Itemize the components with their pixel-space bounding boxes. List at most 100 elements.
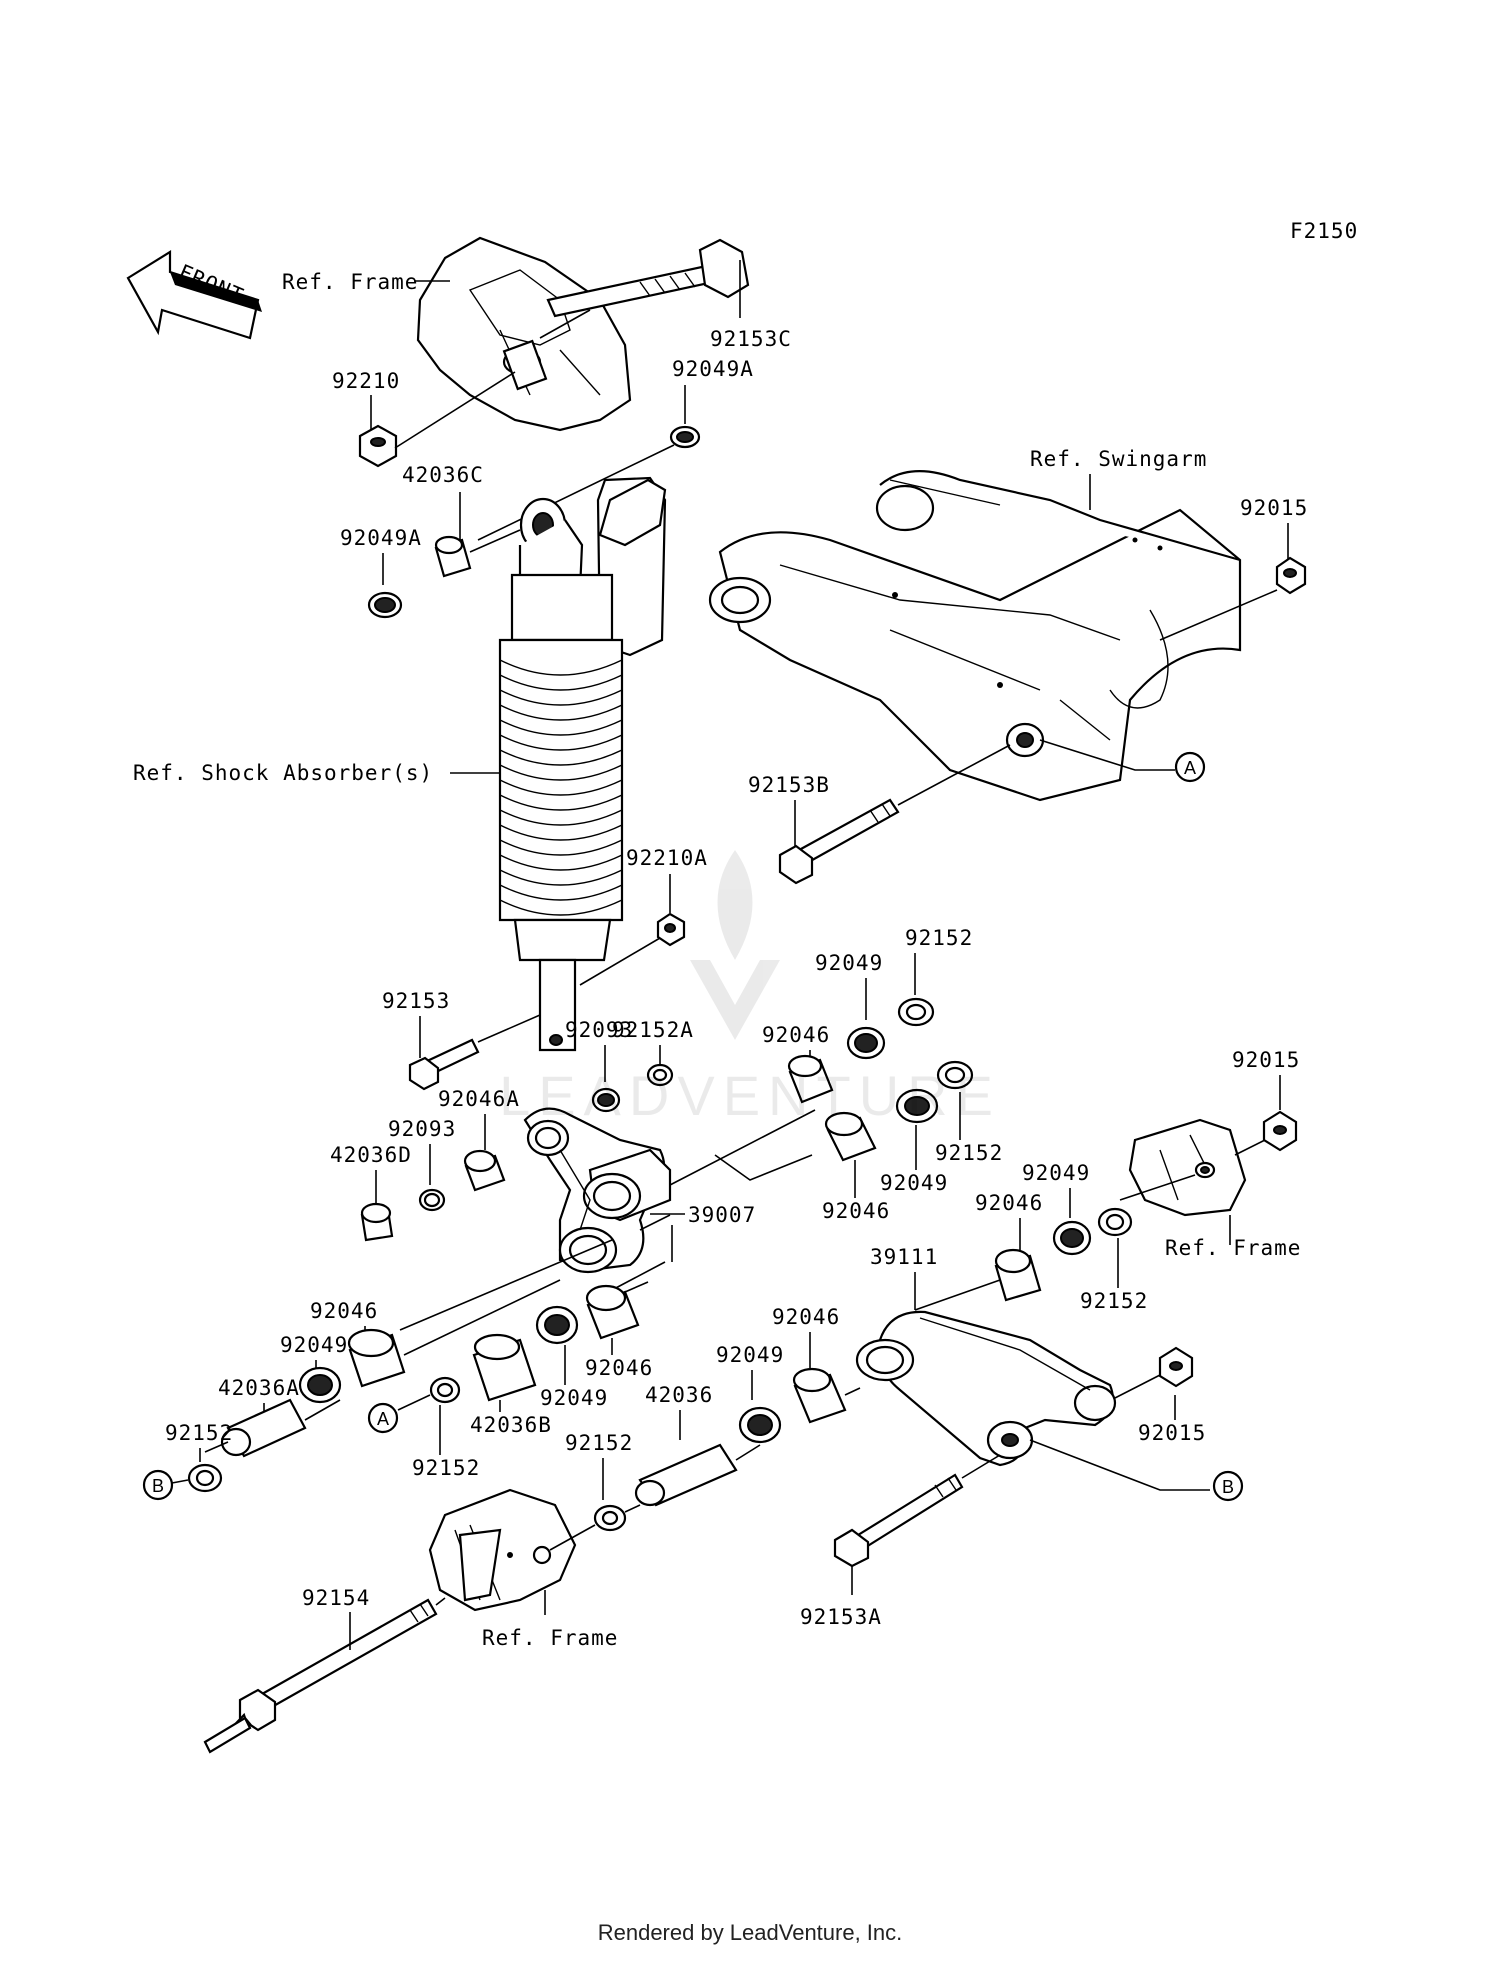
label-92152a: 92152A [612,1018,694,1042]
label-92153a: 92153A [800,1605,882,1629]
bearing-92046a [463,1149,506,1192]
bolt-92153b [778,798,900,885]
collar-42036 [634,1443,738,1507]
nut-92015-right [1262,1110,1298,1152]
callout-b-right-text: B [1222,1477,1234,1497]
washer-92152-mid [936,1060,974,1090]
nut-92210a [656,912,686,947]
label-92046-lower: 92046 [772,1305,840,1329]
label-92152-left: 92152 [165,1421,233,1445]
bearing-92046-top [787,1054,834,1104]
label-92152-lower: 92152 [565,1431,633,1455]
label-42036b: 42036B [470,1413,552,1437]
link-39111 [855,1310,1117,1467]
label-92049-lower: 92049 [716,1343,784,1367]
callout-a-left-text: A [377,1409,389,1429]
callout-a-left: A [367,1402,399,1434]
frame-bracket-top [416,236,632,432]
callout-b-left: B [142,1469,174,1501]
bolt-92153a [833,1473,964,1568]
label-92046-right: 92046 [975,1191,1043,1215]
collar-42036d [360,1202,394,1242]
callout-a-right-text: A [1184,758,1196,778]
seal-92049-lower [738,1406,782,1444]
washer-92152-center [429,1376,461,1404]
footer-credit: Rendered by LeadVenture, Inc. [597,1920,903,1945]
label-39007: 39007 [688,1203,756,1227]
seal-92049-right [1052,1220,1092,1256]
swingarm [708,470,1242,802]
label-92049a-top: 92049A [672,357,754,381]
washer-92152-right [1097,1207,1133,1237]
washer-92152a [646,1063,674,1087]
label-92049-top: 92049 [815,951,883,975]
label-39111: 39111 [870,1245,938,1269]
label-92093-top: 92093 [565,1018,633,1042]
bolt-92153 [408,1038,480,1091]
label-92049-left: 92049 [280,1333,348,1357]
label-42036a: 42036A [218,1376,300,1400]
callout-a-right: A [1174,751,1206,783]
frame-bracket-bottom [428,1488,577,1612]
label-92093-left: 92093 [388,1117,456,1141]
ref-frame-top: Ref. Frame [282,270,418,294]
label-92046-center: 92046 [585,1356,653,1380]
bearing-92046-right [994,1248,1042,1302]
seal-92049-center [535,1305,579,1345]
figure-code: F2150 [1290,219,1358,243]
bearing-92046-center [585,1284,640,1340]
bolt-92153c [546,238,750,318]
label-92015-right: 92015 [1232,1048,1300,1072]
ref-swingarm: Ref. Swingarm [1030,447,1207,471]
label-92154: 92154 [302,1586,370,1610]
bearing-92046-left [347,1328,406,1388]
frame-bracket-right [1128,1118,1247,1217]
label-92153c: 92153C [710,327,792,351]
seal-92049a-left [367,591,403,619]
washer-92152-left [187,1463,223,1493]
label-42036d: 42036D [330,1143,412,1167]
seal-92049a-top [669,425,701,449]
label-92046-left: 92046 [310,1299,378,1323]
washer-92152-lower [593,1504,627,1532]
nut-92210 [358,424,398,468]
bearing-92046-mid [824,1111,877,1162]
collar-42036b [472,1333,537,1402]
label-92049-right: 92049 [1022,1161,1090,1185]
label-92152-right: 92152 [1080,1289,1148,1313]
callout-b-left-text: B [152,1476,164,1496]
seal-92093-top [591,1087,621,1113]
label-42036c: 42036C [402,463,484,487]
ref-shock-absorber: Ref. Shock Absorber(s) [133,761,433,785]
front-arrow-icon: FRONT [126,250,262,340]
ref-frame-right: Ref. Frame [1165,1236,1301,1260]
label-92046a: 92046A [438,1087,520,1111]
shaft-92154 [203,1598,438,1754]
bearing-92046-lower [792,1367,847,1424]
label-92049-center: 92049 [540,1386,608,1410]
label-92015-lower: 92015 [1138,1421,1206,1445]
collar-42036c [434,535,472,578]
label-92210a: 92210A [626,846,708,870]
seal-92049-mid [895,1088,939,1124]
seal-92049-top [846,1026,886,1060]
collar-42036a [220,1398,307,1458]
label-92152-center: 92152 [412,1456,480,1480]
callout-b-right: B [1212,1470,1244,1502]
label-92046-top: 92046 [762,1023,830,1047]
nut-92015-top [1275,556,1307,595]
label-92153: 92153 [382,989,450,1013]
label-92015-top: 92015 [1240,496,1308,520]
label-92049a-left: 92049A [340,526,422,550]
label-92210: 92210 [332,369,400,393]
label-92046-mid: 92046 [822,1199,890,1223]
seal-92049-left [298,1366,342,1404]
shock-absorber [498,476,667,1052]
rocker-arm-39007 [523,1107,672,1274]
nut-92015-lower [1158,1346,1194,1388]
seal-92093-left [418,1188,446,1212]
label-92153b: 92153B [748,773,830,797]
label-92152-top: 92152 [905,926,973,950]
ref-frame-bottom: Ref. Frame [482,1626,618,1650]
